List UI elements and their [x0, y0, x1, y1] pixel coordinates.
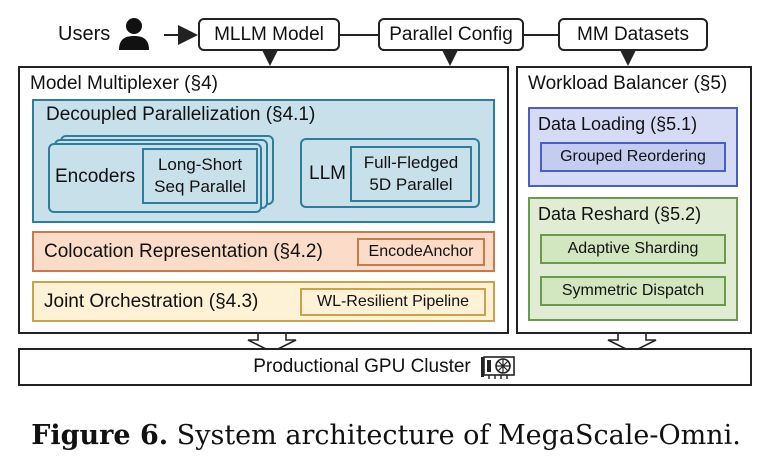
gpu-icon — [480, 354, 517, 380]
full-fledged-line1: Full-Fledged — [363, 153, 459, 172]
data-reshard-title: Data Reshard (§5.2) — [538, 204, 702, 224]
adaptive-sharding-box: Adaptive Sharding — [540, 234, 726, 264]
balancer-title: Workload Balancer (§5) — [528, 73, 728, 94]
balancer-block-arrow — [607, 332, 657, 353]
adaptive-sharding-label: Adaptive Sharding — [567, 240, 699, 257]
mllm-model-label: MLLM Model — [214, 23, 324, 45]
multiplexer-block-arrow — [247, 332, 297, 353]
parallel-config-label: Parallel Config — [389, 23, 513, 45]
user-icon — [116, 17, 152, 51]
long-short-line1: Long-Short — [157, 155, 243, 174]
symmetric-dispatch-box: Symmetric Dispatch — [540, 276, 726, 306]
figure-caption-text: System architecture of MegaScale-Omni. — [168, 420, 741, 451]
long-short-line2: Seq Parallel — [154, 177, 246, 196]
gpu-cluster-box: Productional GPU Cluster — [18, 348, 752, 386]
parallel-config-box: Parallel Config — [378, 18, 524, 51]
data-loading-title: Data Loading (§5.1) — [538, 114, 698, 134]
encode-anchor-tag: EncodeAnchor — [357, 238, 485, 266]
grouped-reordering-box: Grouped Reordering — [540, 142, 726, 172]
encoders-label: Encoders — [55, 166, 136, 187]
full-fledged-box: Full-Fledged 5D Parallel — [350, 146, 472, 202]
grouped-reordering-label: Grouped Reordering — [560, 148, 706, 165]
full-fledged-line2: 5D Parallel — [369, 175, 453, 194]
symmetric-dispatch-label: Symmetric Dispatch — [561, 282, 705, 299]
mm-datasets-label: MM Datasets — [577, 23, 689, 45]
figure-caption: Figure 6. System architecture of MegaSca… — [0, 420, 772, 451]
gpu-cluster-label: Productional GPU Cluster — [253, 356, 471, 377]
mm-datasets-box: MM Datasets — [558, 18, 708, 51]
decoupled-title: Decoupled Parallelization (§4.1) — [46, 104, 316, 125]
mllm-model-box: MLLM Model — [198, 18, 340, 51]
encode-anchor-label: EncodeAnchor — [368, 243, 474, 260]
llm-label: LLM — [309, 163, 346, 184]
long-short-box: Long-Short Seq Parallel — [142, 148, 258, 204]
figure-label: Figure 6. — [31, 420, 169, 451]
users-label: Users — [58, 23, 111, 45]
colocation-title: Colocation Representation (§4.2) — [44, 241, 323, 262]
multiplexer-title: Model Multiplexer (§4) — [30, 73, 218, 94]
joint-title: Joint Orchestration (§4.3) — [44, 291, 259, 312]
wl-resilient-tag: WL-Resilient Pipeline — [300, 288, 486, 316]
wl-resilient-label: WL-Resilient Pipeline — [316, 293, 470, 310]
